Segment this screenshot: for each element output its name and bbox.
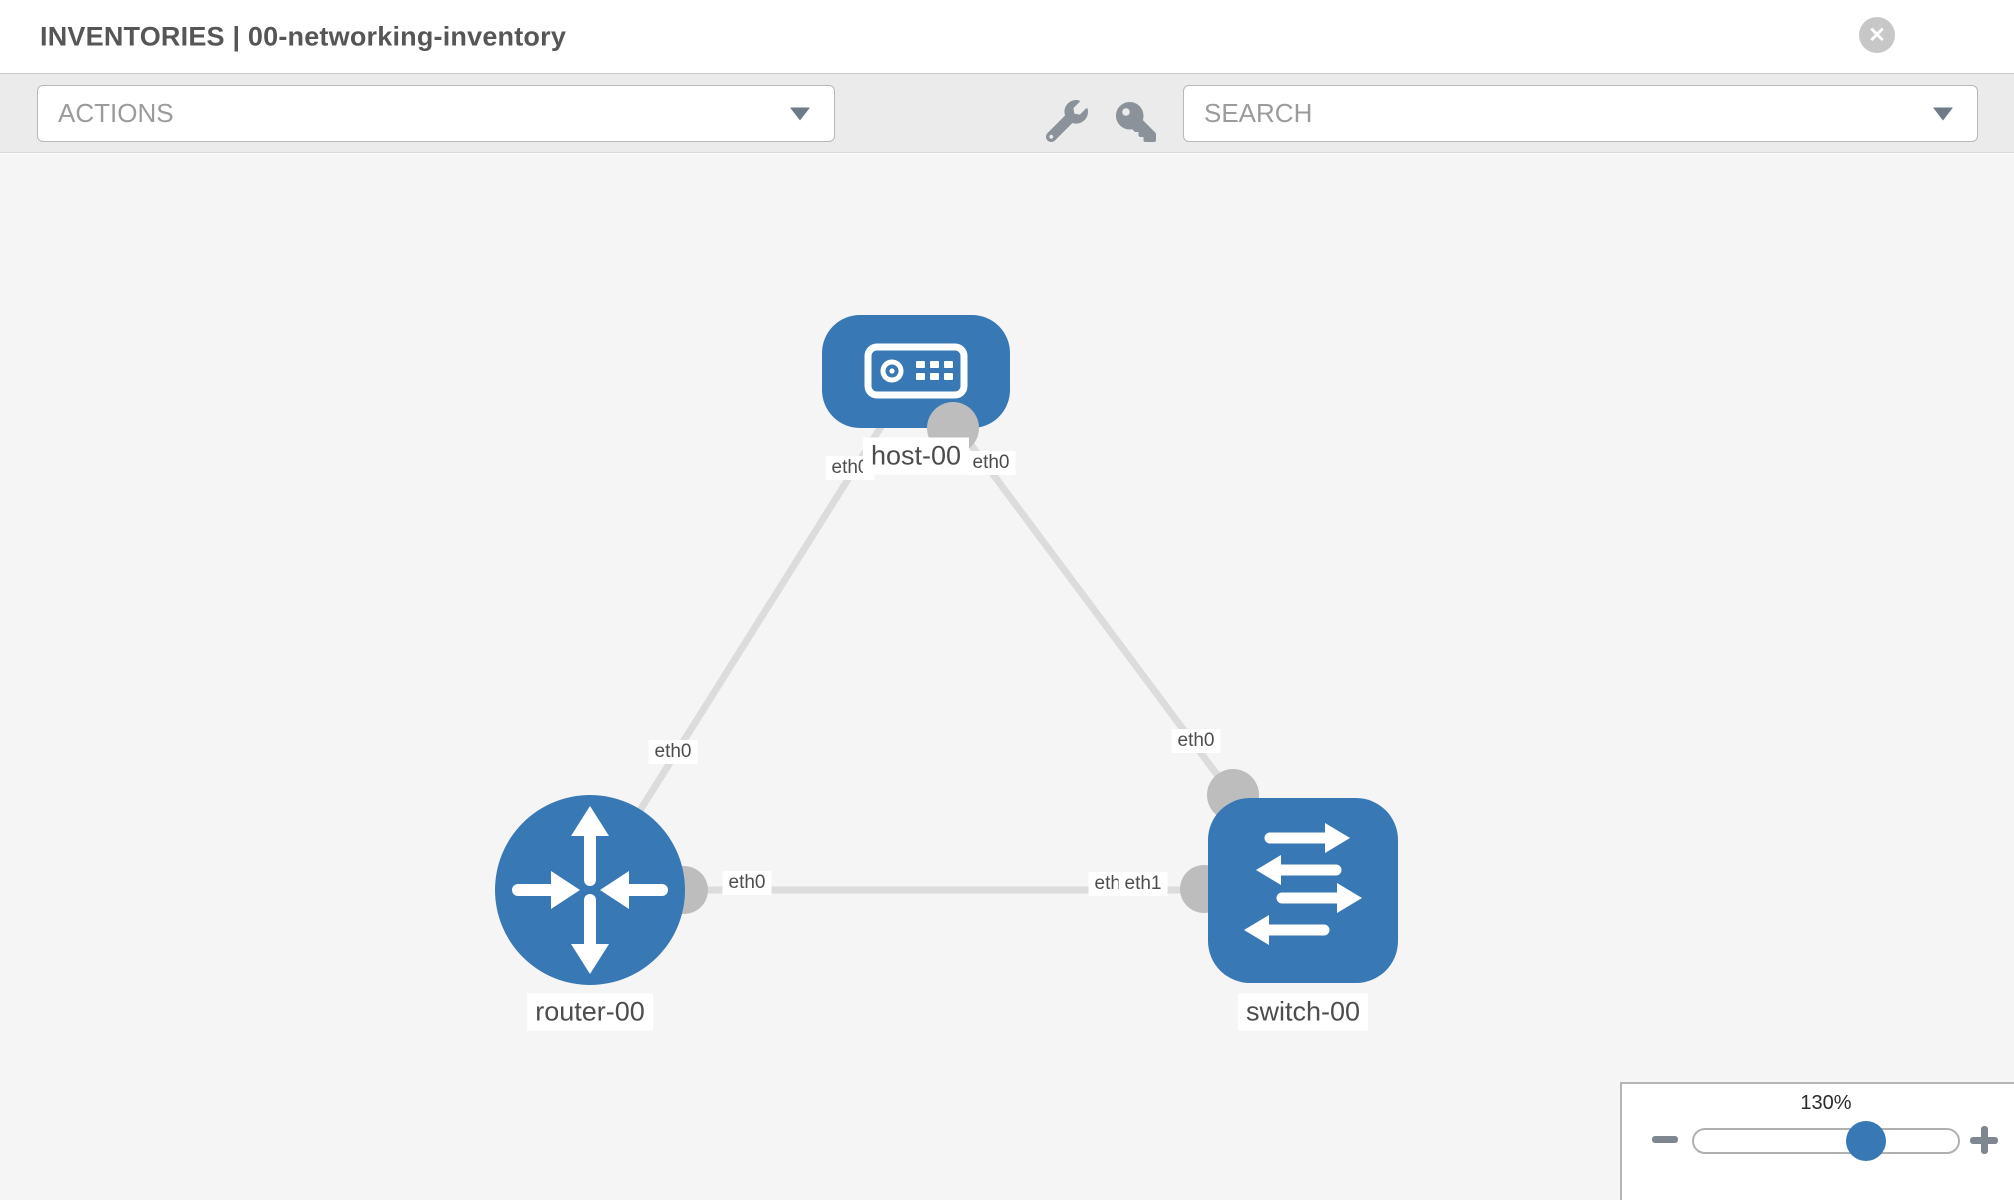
node-host-00[interactable]: [822, 315, 1010, 428]
interface-label: eth1: [1118, 872, 1168, 896]
router-icon: [512, 806, 668, 974]
node-label-router: router-00: [527, 993, 653, 1031]
wrench-button[interactable]: [1045, 100, 1088, 143]
search-dropdown[interactable]: SEARCH: [1183, 85, 1978, 142]
key-button[interactable]: [1116, 102, 1156, 142]
interface-label: eth0: [966, 451, 1016, 475]
chevron-down-icon: [1933, 107, 1953, 120]
node-router-00[interactable]: [495, 795, 685, 985]
toolbar: ACTIONS SEARCH: [0, 73, 2014, 153]
close-icon: ✕: [1868, 23, 1886, 47]
chevron-down-icon: [790, 107, 810, 120]
actions-dropdown[interactable]: ACTIONS: [37, 85, 835, 142]
topology-svg: [495, 315, 1398, 985]
node-label-switch: switch-00: [1237, 993, 1369, 1031]
page-title: INVENTORIES | 00-networking-inventory: [40, 21, 567, 51]
wrench-icon: [1045, 100, 1088, 143]
switch-icon: [1244, 823, 1362, 945]
zoom-level-value: 130%: [1800, 1092, 1852, 1114]
interface-label: eth0: [825, 456, 875, 480]
topology-canvas[interactable]: eth0 eth0 eth0 eth0 eth0 eth0 eth1 host-…: [0, 154, 2014, 1200]
host-icon: [864, 343, 968, 399]
zoom-slider-track[interactable]: [1692, 1128, 1960, 1154]
interface-label: eth0: [722, 871, 772, 895]
zoom-in-button[interactable]: [1970, 1126, 1998, 1154]
key-icon: [1116, 102, 1156, 142]
modal-header: INVENTORIES | 00-networking-inventory ✕: [0, 0, 2014, 73]
close-button[interactable]: ✕: [1859, 17, 1895, 53]
node-label-host: host-00: [862, 437, 970, 475]
zoom-control-panel: 130%: [1620, 1082, 2014, 1200]
zoom-out-button[interactable]: [1652, 1136, 1678, 1143]
interface-label: eth0: [1171, 729, 1221, 753]
interface-label: eth0: [648, 740, 698, 764]
actions-dropdown-label: ACTIONS: [58, 98, 174, 128]
zoom-slider-thumb[interactable]: [1846, 1121, 1886, 1161]
node-switch-00[interactable]: [1208, 798, 1398, 983]
search-placeholder: SEARCH: [1204, 98, 1313, 128]
